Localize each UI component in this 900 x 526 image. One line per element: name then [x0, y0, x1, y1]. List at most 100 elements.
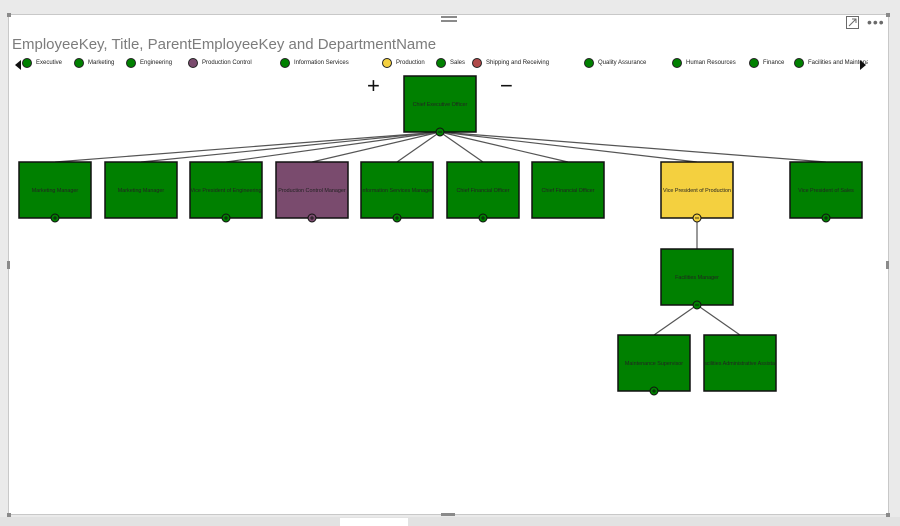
legend-label: Production Control — [202, 60, 252, 66]
expand-node-icon[interactable] — [307, 213, 317, 223]
org-node-box — [189, 161, 263, 219]
org-node-pcm[interactable]: Production Control Manager — [275, 161, 349, 223]
focus-mode-icon[interactable] — [846, 16, 859, 29]
org-node-box — [403, 75, 477, 133]
legend-dot-icon — [126, 58, 136, 68]
drag-grip-icon[interactable] — [441, 16, 457, 25]
legend-label: Engineering — [140, 60, 173, 66]
org-node-title: Production Control Manager — [278, 188, 346, 194]
legend-item[interactable]: Finance — [749, 58, 784, 68]
connector-line — [311, 131, 441, 163]
connector-line — [396, 131, 441, 163]
legend-dot-icon — [794, 58, 804, 68]
connector-line — [54, 131, 441, 163]
org-node-faa[interactable]: Facilities Administrative Assistant — [700, 334, 780, 392]
org-node-mm1[interactable]: Marketing Manager — [18, 161, 92, 223]
legend-label: Marketing — [88, 60, 115, 66]
page-tab-active[interactable] — [340, 518, 408, 526]
org-node-vpe[interactable]: Vice President of Engineering — [189, 161, 263, 223]
org-node-box — [531, 161, 605, 219]
expand-node-icon[interactable] — [221, 213, 231, 223]
visual-header-icons: ••• — [846, 14, 885, 30]
legend-label: Sales — [450, 60, 466, 66]
org-node-cfo2[interactable]: Chief Financial Officer — [531, 161, 605, 219]
org-node-mm2[interactable]: Marketing Manager — [104, 161, 178, 219]
connector-line — [140, 131, 441, 163]
expand-node-icon[interactable] — [649, 386, 659, 396]
legend-dot-icon — [382, 58, 392, 68]
resize-handle-left[interactable] — [7, 261, 10, 269]
legend-label: Facilities and Maintenance — [808, 60, 868, 66]
connector-line — [439, 131, 484, 163]
legend-item[interactable]: Quality Assurance — [584, 58, 646, 68]
legend-label: Finance — [763, 60, 785, 66]
org-node-title: Vice President of Sales — [798, 188, 854, 194]
legend-dot-icon — [280, 58, 290, 68]
page-tabs-bar — [0, 517, 900, 526]
legend-item[interactable]: Human Resources — [672, 58, 736, 68]
legend-item[interactable]: Facilities and Maintenance — [794, 58, 868, 68]
org-node-title: Chief Financial Officer — [457, 188, 510, 194]
legend-dot-icon — [74, 58, 84, 68]
resize-handle-top-left[interactable] — [7, 13, 11, 17]
org-node-ceo[interactable]: Chief Executive Officer — [403, 75, 477, 137]
legend-dot-icon — [22, 58, 32, 68]
org-node-title: Marketing Manager — [118, 188, 165, 194]
resize-handle-bottom-left[interactable] — [7, 513, 11, 517]
connector-line — [439, 131, 569, 163]
connector-line — [653, 304, 698, 336]
legend-label: Shipping and Receiving — [486, 60, 550, 66]
collapse-node-icon[interactable] — [692, 213, 702, 223]
collapse-node-icon[interactable] — [692, 300, 702, 310]
org-node-title: Information Services Manager — [361, 188, 433, 194]
legend-dot-icon — [749, 58, 759, 68]
org-node-box — [275, 161, 349, 219]
org-node-vps[interactable]: Vice President of Sales — [789, 161, 863, 223]
org-node-box — [360, 161, 434, 219]
zoom-out-button[interactable]: − — [500, 73, 513, 98]
org-node-title: Chief Executive Officer — [413, 102, 468, 108]
legend-previous-icon[interactable] — [15, 60, 21, 70]
resize-handle-top-right[interactable] — [886, 13, 890, 17]
org-node-fm[interactable]: Facilities Manager — [660, 248, 734, 310]
expand-node-icon[interactable] — [392, 213, 402, 223]
connector-line — [439, 131, 827, 163]
org-node-title: Facilities Manager — [675, 275, 719, 281]
resize-handle-bottom[interactable] — [441, 513, 455, 516]
visual-title: EmployeeKey, Title, ParentEmployeeKey an… — [12, 36, 437, 53]
legend-item[interactable]: Production Control — [188, 58, 252, 68]
legend-item[interactable]: Shipping and Receiving — [472, 58, 549, 68]
org-node-title: Vice President of Engineering — [191, 188, 262, 194]
expand-node-icon[interactable] — [50, 213, 60, 223]
resize-handle-right[interactable] — [886, 261, 889, 269]
legend-label: Quality Assurance — [598, 60, 647, 66]
org-node-cfo1[interactable]: Chief Financial Officer — [446, 161, 520, 223]
expand-node-icon[interactable] — [821, 213, 831, 223]
legend-item[interactable]: Production — [382, 58, 425, 68]
org-node-ms[interactable]: Maintenance Supervisor — [617, 334, 691, 396]
org-node-vpp[interactable]: Vice President of Production — [660, 161, 734, 223]
legend-item[interactable]: Marketing — [74, 58, 114, 68]
legend-label: Production — [396, 60, 425, 66]
org-node-ism[interactable]: Information Services Manager — [360, 161, 434, 223]
zoom-in-button[interactable]: + — [367, 73, 380, 98]
connector-lines — [54, 131, 827, 336]
org-node-title: Maintenance Supervisor — [625, 361, 683, 367]
legend-label: Executive — [36, 60, 63, 66]
legend-item[interactable]: Sales — [436, 58, 465, 68]
legend-item[interactable]: Information Services — [280, 58, 349, 68]
legend-item[interactable]: Engineering — [126, 58, 172, 68]
expand-node-icon[interactable] — [478, 213, 488, 223]
legend-dot-icon — [188, 58, 198, 68]
org-node-box — [18, 161, 92, 219]
connector-line — [225, 131, 441, 163]
more-options-icon[interactable]: ••• — [867, 14, 885, 30]
org-node-box — [660, 161, 734, 219]
collapse-node-icon[interactable] — [435, 127, 445, 137]
legend-item[interactable]: Executive — [22, 58, 62, 68]
org-node-box — [703, 334, 777, 392]
legend-next-icon[interactable] — [860, 60, 866, 70]
resize-handle-bottom-right[interactable] — [886, 513, 890, 517]
org-node-box — [104, 161, 178, 219]
